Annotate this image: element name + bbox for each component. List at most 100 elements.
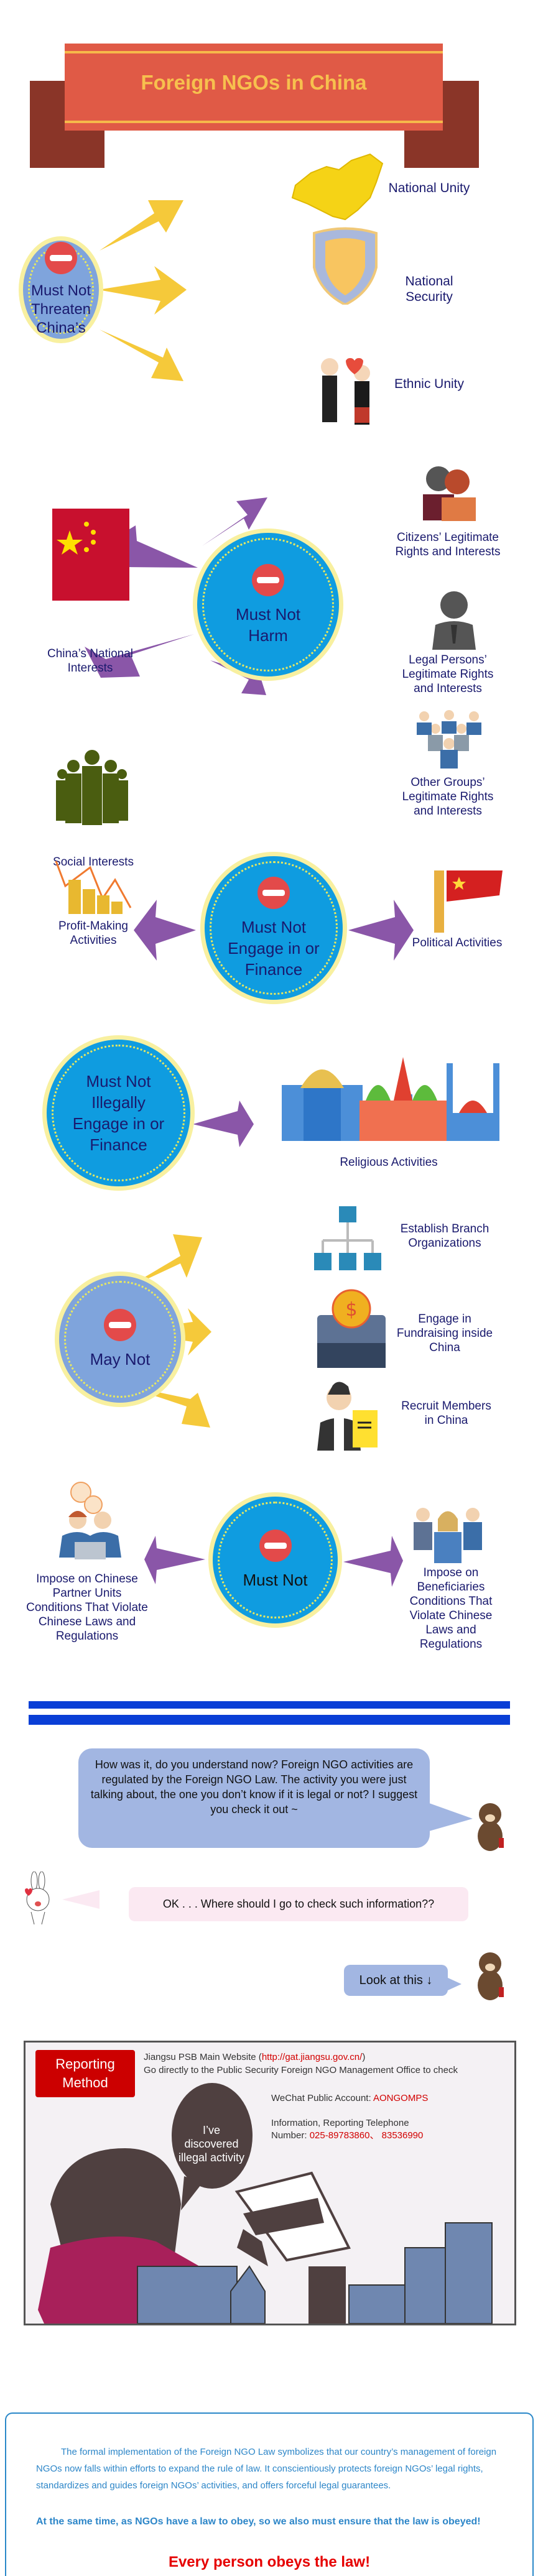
brown-bear-icon — [473, 1802, 510, 1855]
office-text: Go directly to the Public Security Forei… — [144, 2065, 458, 2075]
coins-chart-icon — [53, 855, 140, 920]
no-entry-icon — [45, 242, 77, 274]
recruit-scroll-icon — [314, 1379, 389, 1454]
bubble-tail — [62, 1890, 100, 1909]
target-label: Establish Branch Organizations — [400, 1222, 489, 1250]
target-label: Profit-Making Activities — [58, 920, 128, 947]
arrow-purple — [343, 1536, 403, 1587]
page-title: Foreign NGOs in China — [141, 71, 367, 94]
website-link[interactable]: http://gat.jiangsu.gov.cn/ — [261, 2052, 363, 2062]
must-not-harm-circle: Must Not Harm — [193, 529, 343, 681]
no-entry-icon — [104, 1309, 136, 1341]
slogan: Every person obeys the law! — [168, 2554, 371, 2570]
shield-icon — [308, 224, 383, 308]
wechat-label: WeChat Public Account: — [271, 2093, 371, 2103]
citizens-icon — [414, 460, 482, 525]
bubble-tail — [429, 1803, 473, 1831]
arrow-purple — [202, 497, 267, 546]
website-line: Jiangsu PSB Main Website (http://gat.jia… — [144, 2051, 365, 2063]
target-label: Impose on Beneficiaries Conditions That … — [409, 1566, 493, 1651]
arrow-purple — [134, 900, 196, 961]
bear-speech-bubble: Look at this ↓ — [344, 1965, 448, 1996]
beneficiaries-icon — [410, 1503, 485, 1569]
no-entry-icon — [252, 563, 284, 596]
crowd-silhouette-icon — [55, 746, 129, 836]
must-not-illegally-engage-circle: Must Not Illegally Engage in or Finance — [42, 1035, 195, 1191]
target-label: National Unity — [388, 181, 470, 195]
target-label: Recruit Members in China — [401, 1400, 491, 1427]
arrow-purple — [193, 1101, 254, 1147]
chat-message: OK . . . Where should I go to check such… — [162, 1898, 435, 1910]
chat-message: Look at this ↓ — [359, 1974, 433, 1987]
arrow-yellow — [100, 200, 183, 251]
conclusion-box: The formal implementation of the Foreign… — [5, 2412, 534, 2576]
no-entry-icon — [257, 876, 290, 909]
wechat-line: WeChat Public Account: AONGOMPS — [271, 2092, 428, 2104]
circle-label: Must Not Engage in or Finance — [228, 917, 320, 979]
must-not-threaten-circle: Must Not Threaten China’s — [19, 236, 103, 343]
must-not-circle: Must Not — [208, 1492, 342, 1628]
target-label: Social Interests — [53, 856, 134, 869]
target-label: Legal Persons’ Legitimate Rights and Int… — [402, 653, 494, 695]
bear-speech-bubble: How was it, do you understand now? Forei… — [78, 1748, 430, 1848]
speech-bubble-text: I’ve discovered illegal activity — [178, 2124, 245, 2164]
divider-bar — [29, 1715, 510, 1725]
circle-label: Must Not Harm — [235, 604, 301, 645]
donation-box-icon: $ — [317, 1287, 389, 1371]
arrow-yellow — [119, 1234, 202, 1292]
china-map-icon — [283, 148, 389, 232]
website-prefix: Jiangsu PSB Main Website ( — [144, 2052, 262, 2062]
reporting-panel: Reporting Method Jiangsu PSB Main Websit… — [24, 2041, 516, 2325]
monument-flag-icon — [422, 858, 506, 936]
phone-line: Number: 025-89783860、 83536990 — [271, 2130, 423, 2141]
divider-bar — [29, 1701, 510, 1709]
circle-label: Must Not — [243, 1571, 308, 1589]
target-label: Citizens’ Legitimate Rights and Interest… — [395, 531, 501, 558]
ethnic-couple-icon — [311, 348, 386, 432]
phone-label: Information, Reporting Telephone — [271, 2118, 409, 2128]
group-people-icon — [410, 708, 488, 773]
conclusion-paragraph: The formal implementation of the Foreign… — [36, 2447, 497, 2491]
reporting-method-badge: Reporting Method — [35, 2050, 135, 2097]
must-not-engage-circle: Must Not Engage in or Finance — [200, 852, 347, 1004]
target-label: Ethnic Unity — [394, 377, 465, 391]
target-label: Political Activities — [412, 936, 503, 949]
arrow-purple — [144, 1536, 205, 1584]
partners-talking-icon — [56, 1480, 137, 1564]
phone-value: 025-89783860、 83536990 — [309, 2130, 424, 2141]
no-entry-icon — [259, 1530, 292, 1562]
may-not-circle: May Not — [55, 1272, 185, 1407]
bunny-icon — [22, 1871, 53, 1931]
bunny-speech-bubble: OK . . . Where should I go to check such… — [129, 1887, 468, 1921]
china-flag-icon — [52, 509, 129, 601]
badge-line: Reporting — [55, 2056, 115, 2072]
target-label: China’s National Interests — [47, 647, 133, 675]
website-suffix: ) — [362, 2052, 366, 2062]
target-label: National Security — [405, 274, 453, 304]
target-label: Religious Activities — [340, 1156, 438, 1169]
circle-label: Must Not Threaten China’s — [30, 282, 91, 336]
cartoon-illustration — [38, 2083, 493, 2324]
target-label: Other Groups’ Legitimate Rights and Inte… — [402, 776, 494, 818]
arrow-purple — [348, 900, 414, 961]
chat-message: How was it, do you understand now? Forei… — [90, 1758, 418, 1816]
wechat-value: AONGOMPS — [373, 2093, 429, 2103]
religious-buildings-icon — [279, 1051, 503, 1147]
bubble-tail — [447, 1977, 461, 1991]
target-label: Impose on Chinese Partner Units Conditio… — [26, 1572, 148, 1643]
circle-label: May Not — [90, 1350, 151, 1369]
arrow-yellow — [100, 330, 183, 381]
arrow-purple — [85, 634, 194, 678]
banner-ribbon: Foreign NGOs in China — [65, 44, 443, 131]
arrow-yellow — [119, 1384, 210, 1428]
badge-line: Method — [62, 2075, 108, 2090]
brown-bear-icon — [473, 1951, 510, 2004]
arrow-purple — [210, 660, 266, 695]
phone-label-2: Number: — [271, 2130, 307, 2141]
businessman-silhouette-icon — [423, 588, 485, 653]
org-chart-icon — [314, 1206, 389, 1278]
svg-text:$: $ — [345, 1299, 357, 1321]
arrow-yellow — [98, 266, 187, 315]
target-label: Engage in Fundraising inside China — [396, 1313, 493, 1354]
conclusion-bold-line: At the same time, as NGOs have a law to … — [36, 2516, 481, 2527]
